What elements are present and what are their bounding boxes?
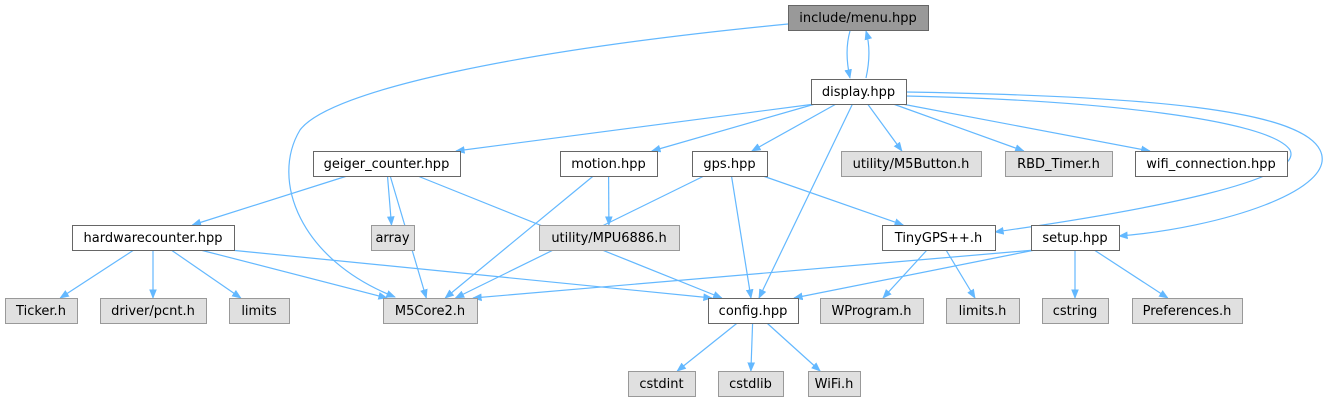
node-label: hardwarecounter.hpp bbox=[84, 231, 223, 246]
node-array: array bbox=[371, 225, 415, 251]
node-cstdlib: cstdlib bbox=[718, 371, 784, 397]
node-label: wifi_connection.hpp bbox=[1146, 157, 1275, 172]
node-cstring: cstring bbox=[1042, 298, 1109, 324]
node-label: RBD_Timer.h bbox=[1017, 157, 1100, 172]
node-label: Ticker.h bbox=[15, 304, 66, 319]
node-label: setup.hpp bbox=[1042, 231, 1107, 246]
node-rbd-timer-h: RBD_Timer.h bbox=[1005, 151, 1113, 177]
edge-display-to-setup bbox=[905, 91, 1323, 240]
edge-display-to-config bbox=[758, 103, 854, 299]
node-label: display.hpp bbox=[822, 85, 895, 100]
node-config-hpp[interactable]: config.hpp bbox=[708, 298, 799, 324]
node-label: TinyGPS++.h bbox=[894, 231, 982, 246]
node-driver-pcnt-h: driver/pcnt.h bbox=[100, 298, 207, 324]
node-limits-h: limits.h bbox=[946, 298, 1020, 324]
edge-menu-to-display bbox=[844, 30, 852, 79]
node-gps-hpp[interactable]: gps.hpp bbox=[692, 151, 768, 177]
node-wifi-connection-hpp[interactable]: wifi_connection.hpp bbox=[1135, 151, 1288, 177]
node-motion-hpp[interactable]: motion.hpp bbox=[560, 151, 658, 177]
node-label: utility/MPU6886.h bbox=[551, 231, 666, 246]
edge-display-to-wifi_conn bbox=[901, 103, 1151, 154]
edge-gps-to-tinygps bbox=[762, 175, 905, 226]
node-tinygps-h[interactable]: TinyGPS++.h bbox=[882, 225, 996, 251]
node-utility-mpu6886-h: utility/MPU6886.h bbox=[539, 225, 680, 251]
node-hardwarecounter-hpp[interactable]: hardwarecounter.hpp bbox=[72, 225, 235, 251]
node-label: M5Core2.h bbox=[395, 304, 465, 319]
node-ticker-h: Ticker.h bbox=[5, 298, 78, 324]
node-cstdint: cstdint bbox=[628, 371, 696, 397]
node-label: Preferences.h bbox=[1143, 304, 1232, 319]
node-m5core2-h: M5Core2.h bbox=[383, 298, 478, 324]
node-label: cstdlib bbox=[729, 377, 772, 392]
node-display-hpp[interactable]: display.hpp bbox=[811, 79, 907, 105]
edge-display-to-menu bbox=[864, 30, 873, 79]
node-label: motion.hpp bbox=[571, 157, 645, 172]
edge-setup-to-config bbox=[793, 249, 1036, 301]
edge-gps-to-config bbox=[730, 175, 754, 299]
edge-tinygps-to-wprogram bbox=[882, 249, 928, 299]
edge-hwcounter-to-ticker bbox=[59, 249, 135, 299]
edge-menu-to-m5core2 bbox=[288, 23, 789, 298]
node-limits: limits bbox=[229, 298, 290, 324]
node-label: config.hpp bbox=[719, 304, 788, 319]
edge-config-to-cstdlib bbox=[747, 322, 756, 372]
edge-display-to-tinygps bbox=[905, 95, 1292, 235]
edge-hwcounter-to-limits bbox=[170, 249, 242, 299]
node-label: driver/pcnt.h bbox=[111, 304, 195, 319]
edge-setup-to-prefs bbox=[1093, 249, 1169, 299]
edge-setup-to-m5core2 bbox=[472, 249, 1036, 302]
edge-display-to-geiger bbox=[455, 103, 816, 154]
node-label: cstdint bbox=[639, 377, 683, 392]
node-geiger-counter-hpp[interactable]: geiger_counter.hpp bbox=[313, 151, 461, 177]
node-label: utility/M5Button.h bbox=[853, 157, 970, 172]
edges-layer bbox=[59, 23, 1323, 372]
edge-display-to-m5button bbox=[867, 103, 903, 152]
edge-display-to-motion bbox=[650, 103, 816, 153]
edge-geiger-to-array bbox=[386, 175, 395, 226]
edge-motion-to-m5core2 bbox=[444, 175, 594, 299]
node-label: gps.hpp bbox=[703, 157, 755, 172]
node-include-menu-hpp[interactable]: include/menu.hpp bbox=[788, 5, 929, 31]
edge-display-to-gps bbox=[751, 103, 837, 152]
edge-config-to-cstdint bbox=[676, 322, 738, 372]
node-label: geiger_counter.hpp bbox=[324, 157, 450, 172]
node-label: WProgram.h bbox=[831, 304, 911, 319]
node-label: limits bbox=[241, 304, 277, 319]
edge-display-to-rbd bbox=[892, 103, 1025, 152]
edge-config-to-wifi_h bbox=[766, 322, 821, 372]
edge-geiger-to-hwcounter bbox=[191, 175, 348, 227]
node-label: WiFi.h bbox=[815, 377, 854, 392]
node-label: limits.h bbox=[959, 304, 1007, 319]
node-utility-m5button-h: utility/M5Button.h bbox=[841, 151, 982, 177]
node-setup-hpp[interactable]: setup.hpp bbox=[1031, 225, 1120, 251]
node-wifi-h: WiFi.h bbox=[808, 371, 861, 397]
edge-tinygps-to-limits_h bbox=[945, 249, 976, 299]
edge-hwcounter-to-m5core2 bbox=[200, 249, 388, 300]
edge-hwcounter-to-config bbox=[229, 249, 713, 301]
node-wprogram-h: WProgram.h bbox=[820, 298, 924, 324]
node-label: include/menu.hpp bbox=[799, 11, 917, 26]
nodes-layer: include/menu.hpp display.hpp geiger_coun… bbox=[5, 5, 1288, 397]
node-preferences-h: Preferences.h bbox=[1132, 298, 1243, 324]
node-label: cstring bbox=[1053, 304, 1097, 319]
node-label: array bbox=[375, 231, 409, 246]
